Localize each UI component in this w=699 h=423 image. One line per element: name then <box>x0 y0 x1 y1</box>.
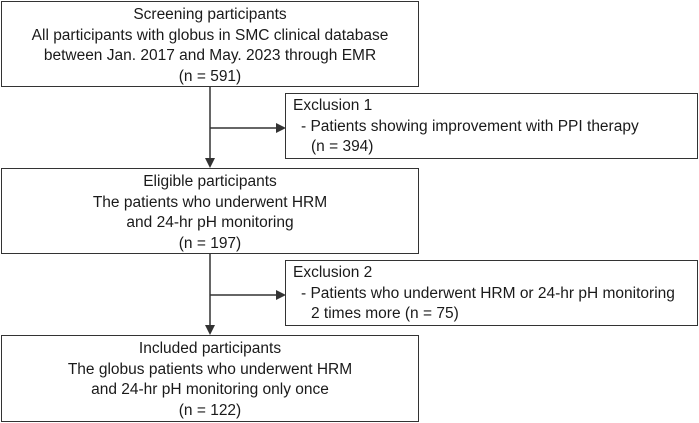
eligible-count: (n = 197) <box>178 234 242 252</box>
screening-line1: All participants with globus in SMC clin… <box>31 26 389 44</box>
eligible-title: Eligible participants <box>143 173 277 190</box>
screening-line2: between Jan. 2017 and May. 2023 through … <box>43 47 377 64</box>
exclusion1-count: (n = 394) <box>311 138 374 155</box>
exclusion2-title: Exclusion 2 <box>293 264 373 281</box>
included-line1: The globus patients who underwent HRM <box>67 360 353 378</box>
screening-title: Screening participants <box>133 6 287 23</box>
exclusion1-title: Exclusion 1 <box>293 97 373 114</box>
exclusion1-box: Exclusion 1 - Patients showing improveme… <box>285 93 698 159</box>
included-line2: and 24-hr pH monitoring only once <box>91 381 329 398</box>
included-box: Included participants The globus patient… <box>1 335 419 422</box>
included-title: Included participants <box>138 340 282 357</box>
exclusion2-line2: 2 times more (n = 75) <box>311 305 459 322</box>
eligible-line1: The patients who underwent HRM <box>92 193 328 211</box>
eligible-box: Eligible participants The patients who u… <box>1 168 419 254</box>
exclusion1-line1: - Patients showing improvement with PPI … <box>301 117 639 135</box>
exclusion2-line1: - Patients who underwent HRM or 24-hr pH… <box>301 284 675 302</box>
eligible-line2: and 24-hr pH monitoring <box>126 214 294 231</box>
included-count: (n = 122) <box>178 401 242 419</box>
screening-box: Screening participants All participants … <box>1 1 419 87</box>
screening-count: (n = 591) <box>178 67 242 85</box>
exclusion2-box: Exclusion 2 - Patients who underwent HRM… <box>285 260 698 326</box>
